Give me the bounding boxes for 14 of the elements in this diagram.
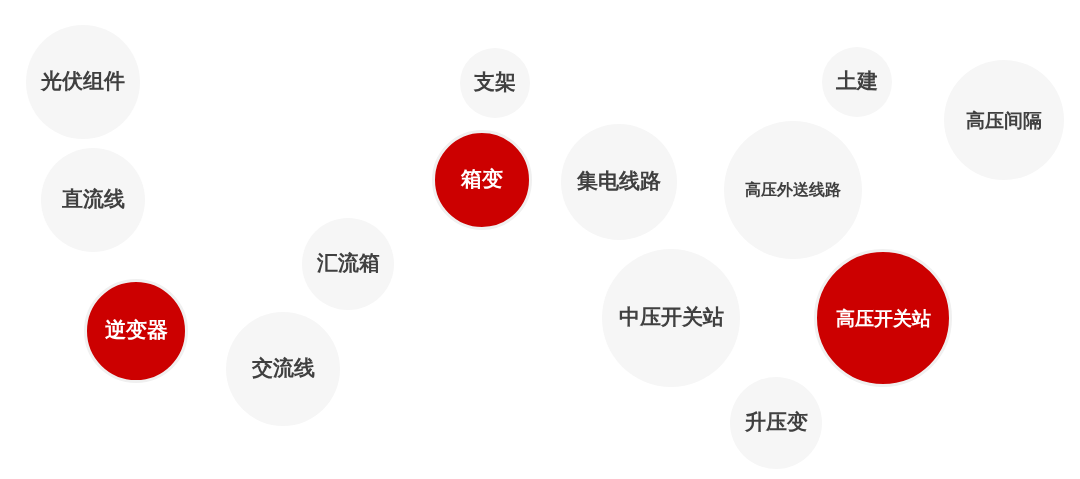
bubble-label: 支架 — [474, 71, 516, 95]
bubble-label: 高压间隔 — [966, 109, 1042, 131]
bubble-label: 集电线路 — [577, 170, 661, 194]
bubble-label: 高压开关站 — [835, 307, 931, 329]
bubble-label: 中压开关站 — [618, 306, 724, 330]
bubble-label: 光伏组件 — [41, 70, 125, 94]
bubble-label: 交流线 — [251, 357, 315, 381]
bubble-label: 土建 — [836, 70, 878, 94]
bubble-label: 逆变器 — [104, 319, 168, 343]
bubble-label: 汇流箱 — [316, 252, 380, 276]
bubble-label: 升压变 — [744, 411, 808, 435]
bubble-label: 直流线 — [61, 188, 125, 212]
bubble-label: 高压外送线路 — [745, 181, 841, 199]
bubble-label: 箱变 — [461, 168, 503, 192]
